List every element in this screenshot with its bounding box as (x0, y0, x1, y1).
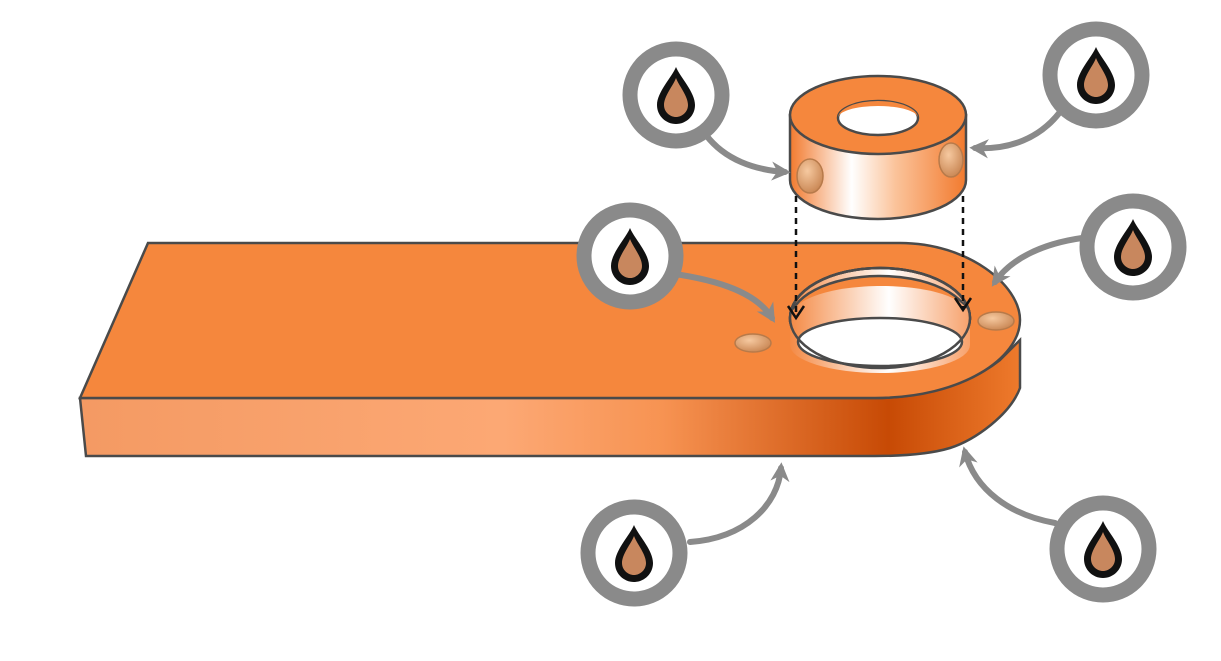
arrow-top-right (969, 109, 1063, 159)
oil-spot-bushing-left (796, 158, 824, 194)
plate-top-face (78, 241, 1022, 400)
oil-spot-plate-left (734, 333, 772, 353)
plate-hole-bottom (796, 316, 964, 368)
oil-spot-plate-right (977, 311, 1015, 331)
arrow-bottom-left (687, 462, 790, 545)
insertion-guides (786, 196, 973, 321)
arrow-bottom-right (959, 446, 1058, 526)
oil-drop-icon (1050, 29, 1142, 121)
oil-drop-icon (1087, 201, 1179, 293)
plate-hole-top-rim (788, 266, 972, 370)
arrow-top-left (703, 132, 791, 181)
arrow-mid-right (991, 235, 1085, 287)
plate (78, 241, 1022, 458)
oil-drop-icon (1057, 503, 1149, 595)
oil-drop-icon (588, 507, 680, 599)
bushing-ring (788, 74, 968, 221)
oil-drop-icon (630, 49, 722, 141)
oil-spot-bushing-right (938, 142, 964, 178)
oil-drop-icon (584, 210, 676, 302)
